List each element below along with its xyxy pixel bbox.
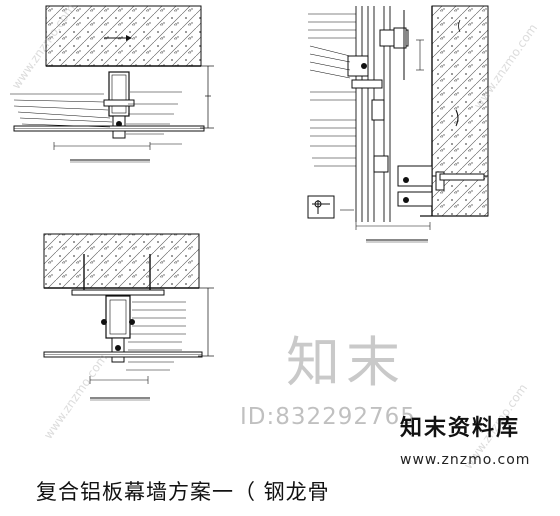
- detail-right: [307, 5, 489, 243]
- watermark-url: www.znzmo.com: [400, 452, 531, 468]
- watermark-logo: 知末: [286, 331, 406, 394]
- drawing-caption: 复合铝板幕墙方案一（ 钢龙骨: [36, 480, 330, 504]
- detail-bottom-left: [43, 233, 214, 401]
- concrete-slab-top-left: [45, 5, 202, 67]
- watermark-id: ID:832292765: [240, 404, 416, 430]
- detail-top-left: [10, 5, 214, 163]
- steel-mullion-bottom-left: [105, 295, 131, 339]
- concrete-wall-right: [431, 5, 489, 177]
- concrete-floor-right: [431, 175, 489, 217]
- concrete-slab-bottom-left: [43, 233, 200, 289]
- watermark-diagonal-2: www.znzmo.com: [41, 351, 110, 441]
- watermark-library: 知末资料库: [400, 416, 521, 441]
